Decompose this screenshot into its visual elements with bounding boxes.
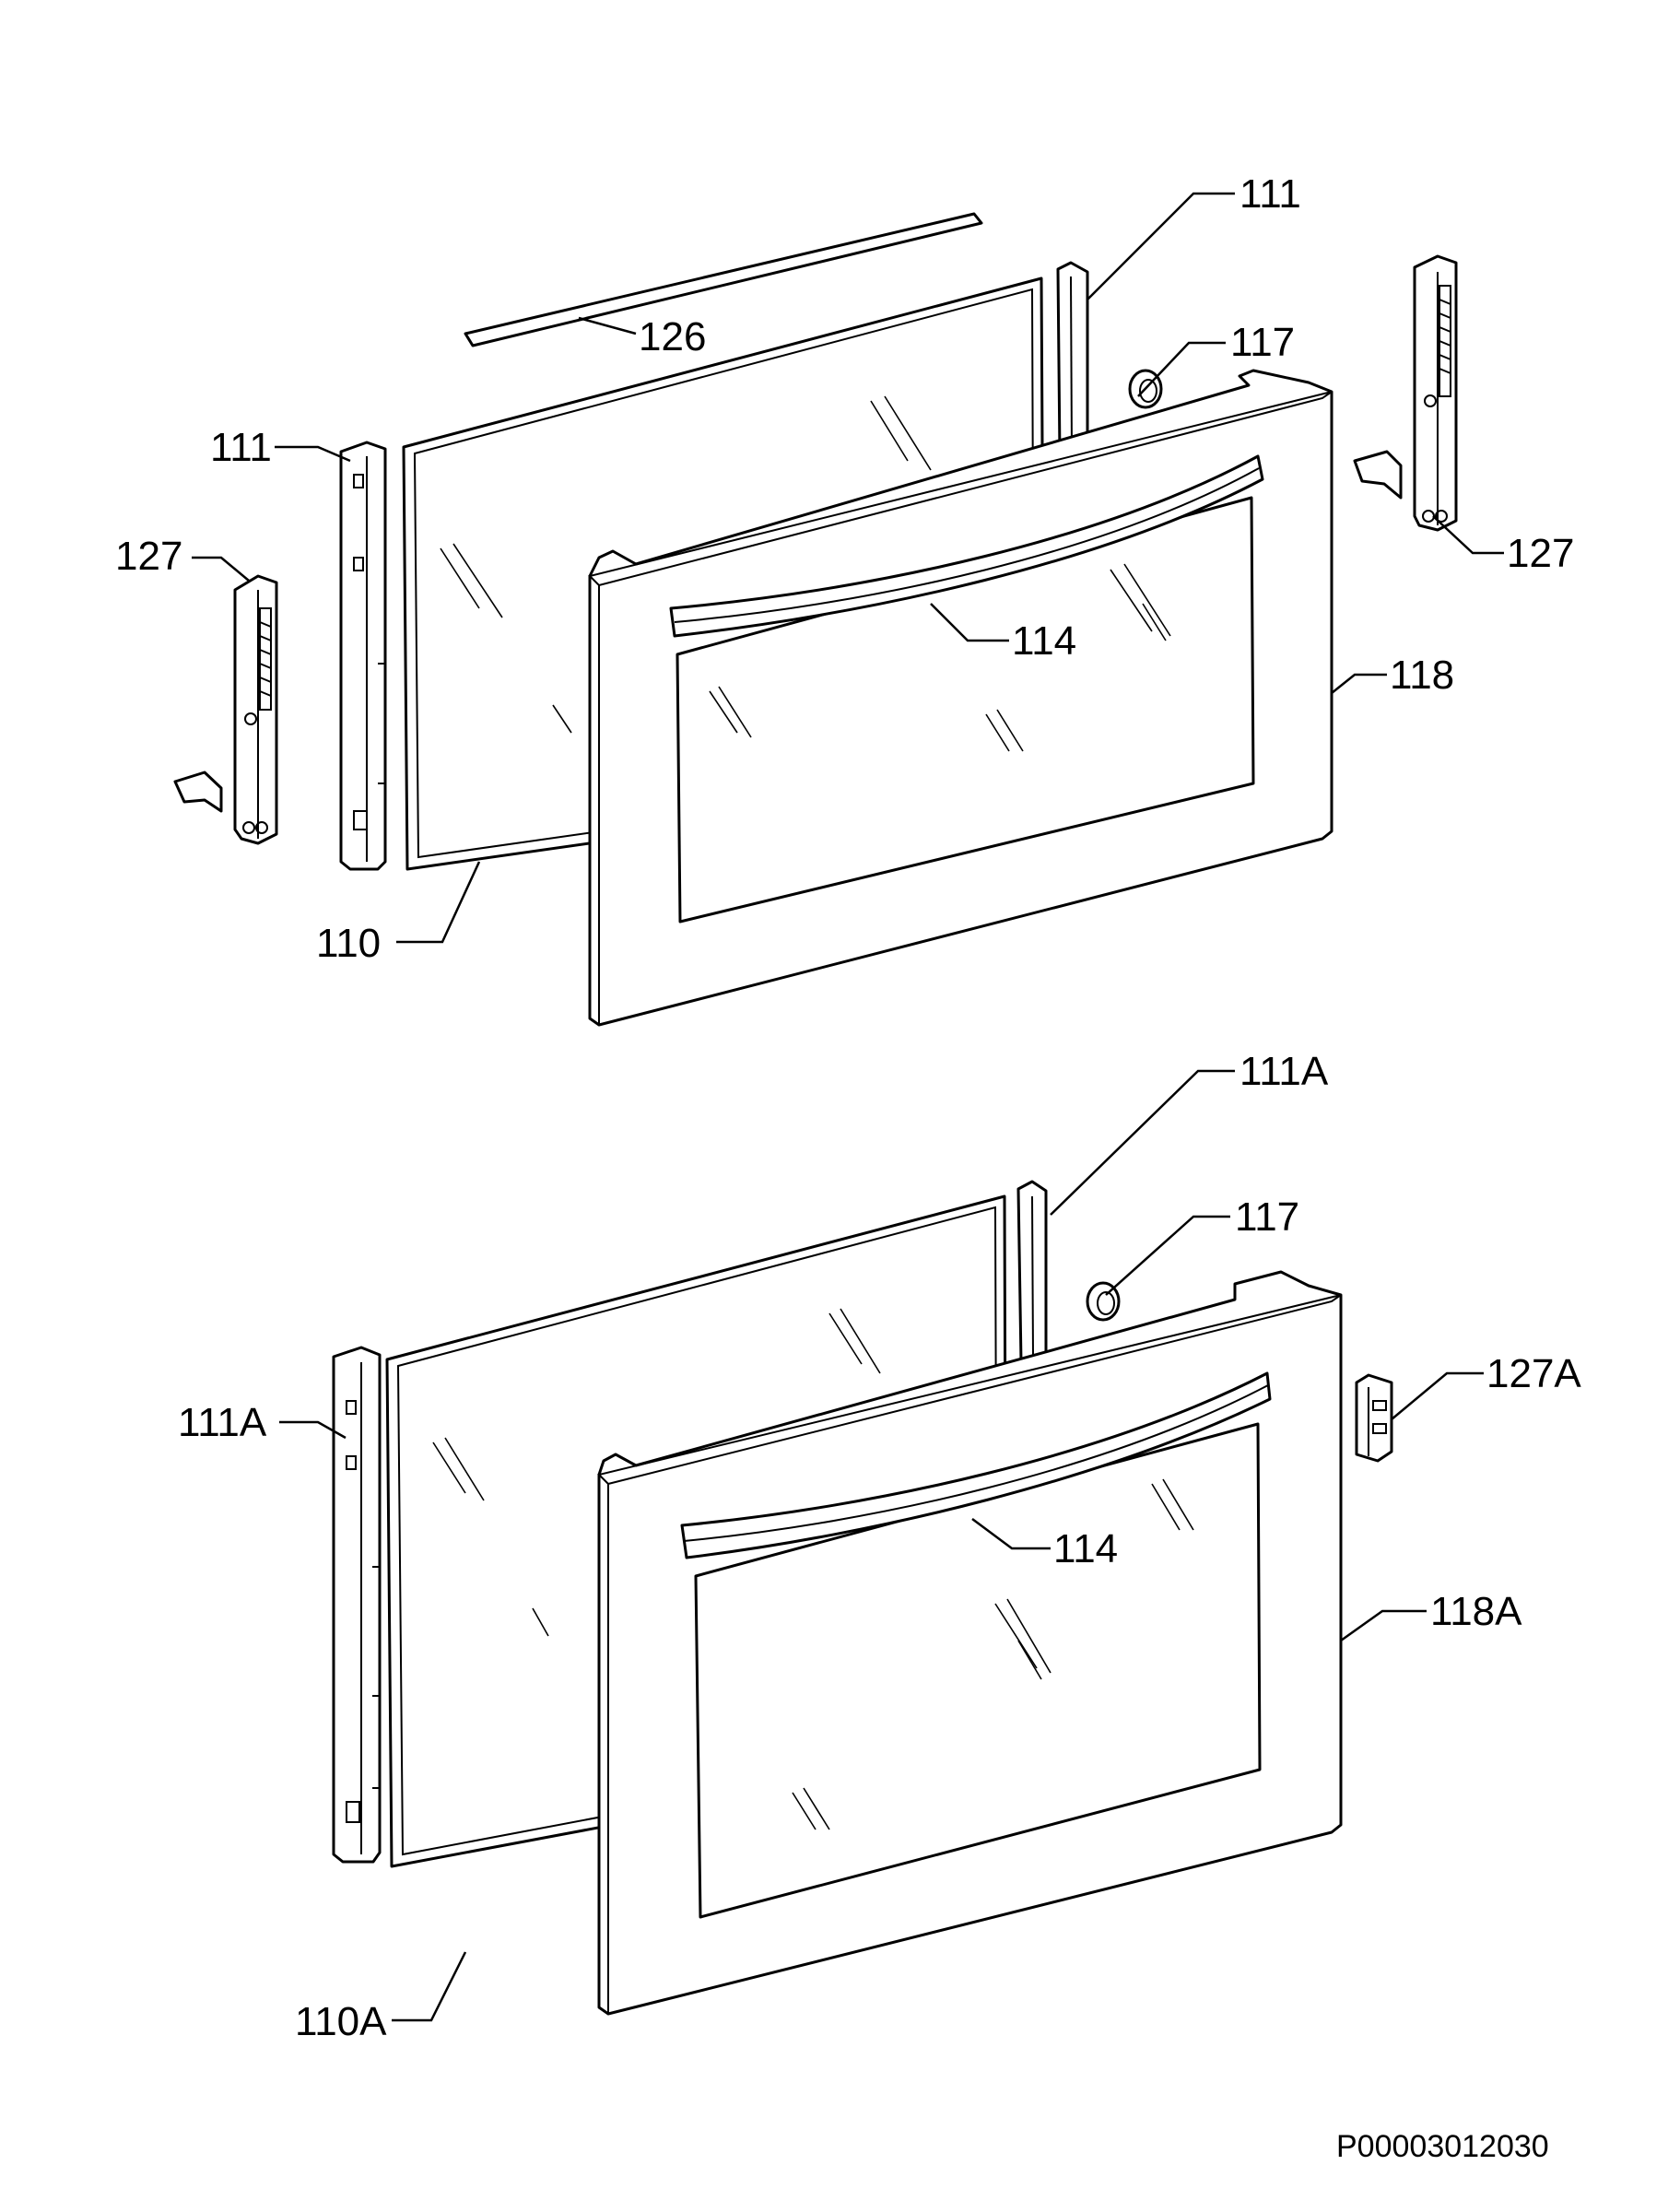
label-118a: 118A [1430, 1589, 1522, 1634]
label-114-bottom: 114 [1053, 1526, 1118, 1571]
label-111a-bottom-right: 111A [1239, 1049, 1329, 1094]
part-111a-right-profile [1016, 1180, 1048, 1364]
label-111a-bottom-left: 111A [178, 1400, 267, 1445]
part-111a-left-profile [332, 1346, 382, 1864]
label-111-top-left: 111 [210, 425, 272, 470]
label-117-top: 117 [1230, 320, 1295, 365]
label-110: 110 [316, 921, 381, 966]
part-117-grommet-bottom [1086, 1281, 1121, 1322]
part-111-right-profile [1056, 261, 1089, 458]
label-117-bottom: 117 [1235, 1194, 1299, 1240]
part-126-strip [464, 212, 983, 347]
drawing-code: P00003012030 [1336, 2129, 1549, 2164]
label-127-top-right: 127 [1507, 531, 1574, 576]
label-118: 118 [1390, 653, 1454, 698]
part-127-left-hinge [173, 574, 278, 845]
label-127a: 127A [1486, 1351, 1581, 1396]
part-127-right-hinge [1353, 254, 1458, 532]
part-111-left-profile [339, 441, 387, 871]
label-127-top-left: 127 [115, 534, 182, 579]
part-118a-outer-door [597, 1270, 1343, 2016]
part-118-outer-door [588, 369, 1333, 1027]
label-110a: 110A [295, 1999, 387, 2044]
label-111-top-right: 111 [1239, 171, 1301, 217]
label-114-top: 114 [1012, 618, 1076, 664]
part-127a-catch [1355, 1373, 1393, 1463]
label-126: 126 [639, 314, 706, 359]
